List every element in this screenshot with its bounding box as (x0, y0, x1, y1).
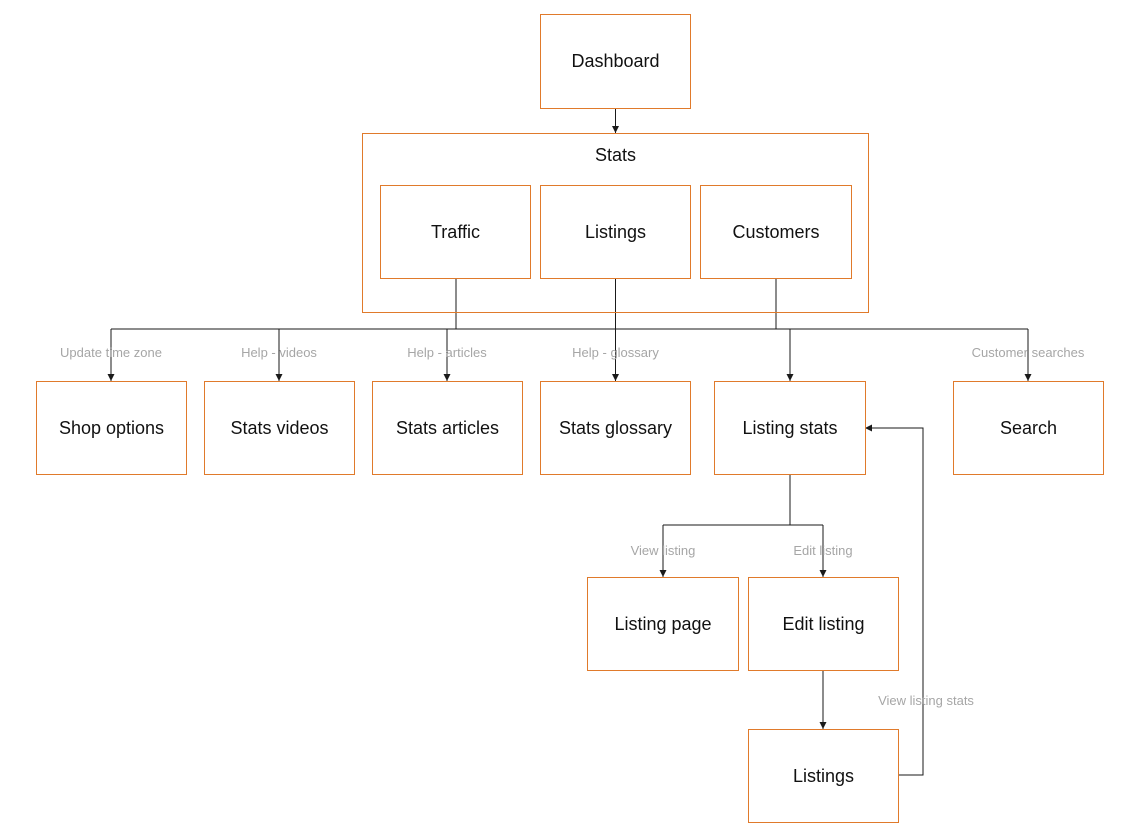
edit-listing-node[interactable]: Edit listing (748, 577, 899, 671)
label-view-listing: View listing (630, 543, 696, 558)
shop-options-node[interactable]: Shop options (36, 381, 187, 475)
label-help-glossary: Help - glossary (572, 345, 659, 360)
stats-videos-node[interactable]: Stats videos (204, 381, 355, 475)
stats-articles-node[interactable]: Stats articles (372, 381, 523, 475)
stats-glossary-node[interactable]: Stats glossary (540, 381, 691, 475)
label-update-time-zone: Update time zone (60, 345, 162, 360)
label-customer-searches: Customer searches (971, 345, 1085, 360)
stats-group[interactable]: Stats (362, 133, 869, 313)
listing-stats-node[interactable]: Listing stats (714, 381, 866, 475)
label-help-articles: Help - articles (407, 345, 487, 360)
label-view-listing-stats: View listing stats (878, 693, 974, 708)
label-help-videos: Help - videos (241, 345, 317, 360)
listing-page-node[interactable]: Listing page (587, 577, 739, 671)
label-edit-listing: Edit listing (793, 543, 853, 558)
dashboard-node[interactable]: Dashboard (540, 14, 691, 109)
search-node[interactable]: Search (953, 381, 1104, 475)
traffic-node[interactable]: Traffic (380, 185, 531, 279)
customers-node[interactable]: Customers (700, 185, 852, 279)
edge-listings-to-listing-stats (865, 424, 924, 776)
listings-page-node[interactable]: Listings (748, 729, 899, 823)
stats-group-title: Stats (594, 145, 637, 165)
listings-tab-node[interactable]: Listings (540, 185, 691, 279)
